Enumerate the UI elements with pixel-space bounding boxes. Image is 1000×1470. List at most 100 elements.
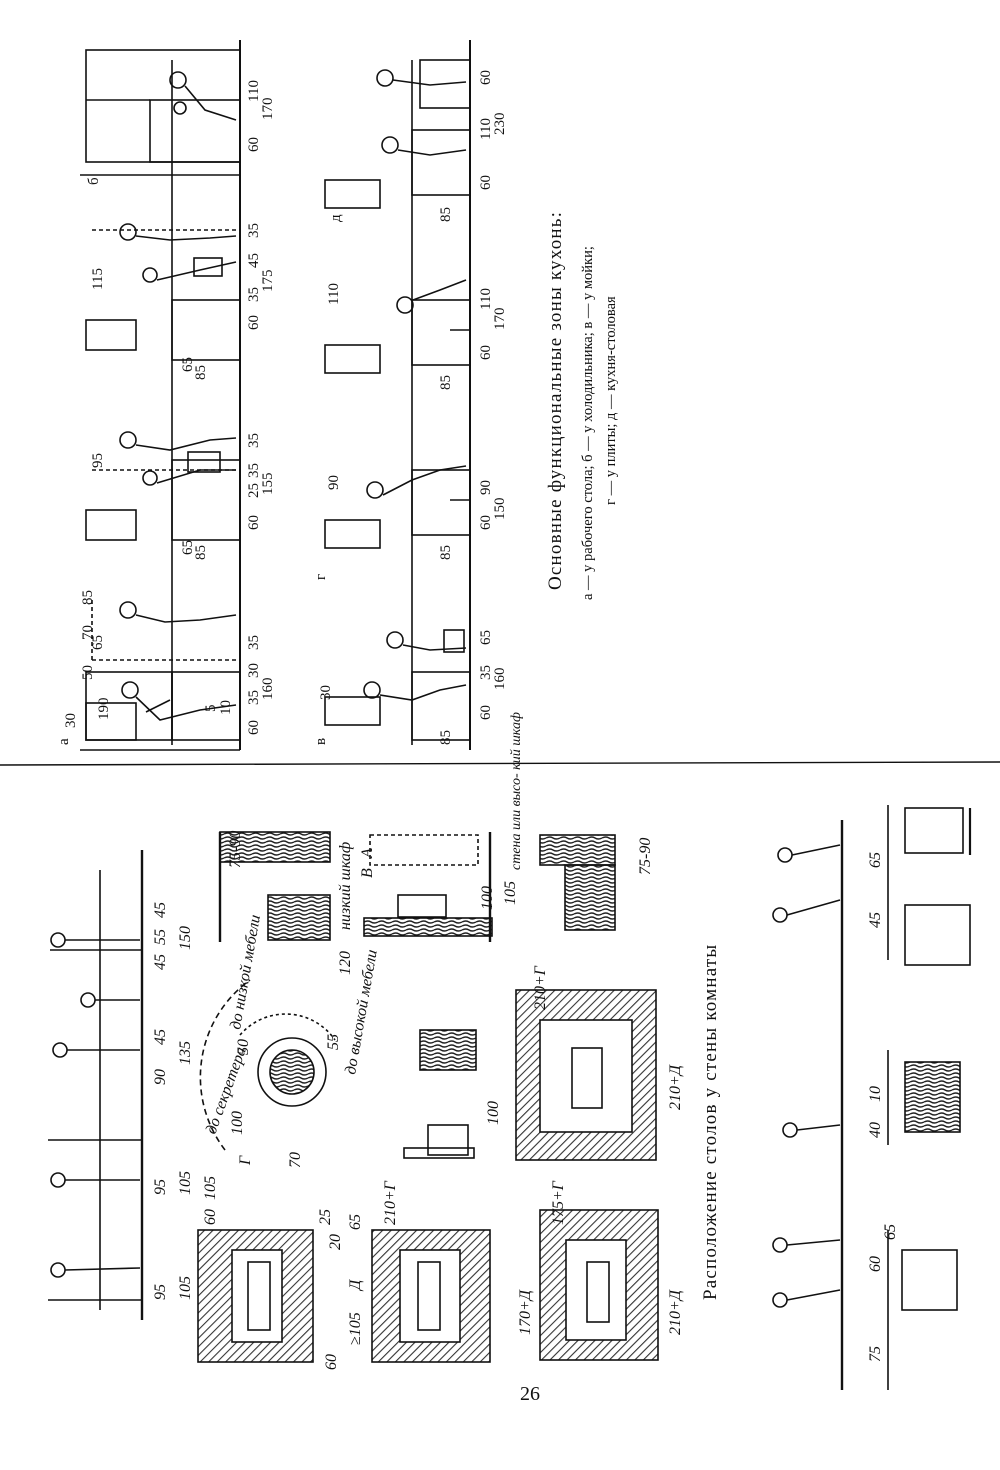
upper-caption-line1: а — у рабочего стола; б — у холодильника… (580, 246, 596, 600)
note-wall-or-cabinet: стена или высо- кий шкаф (509, 712, 524, 870)
dim-l-210D-b: 210+Д (667, 1064, 684, 1110)
dim-l-120: 120 (337, 951, 354, 975)
dim-a-85: 85 (80, 590, 96, 605)
dim-l-60c: 60 (867, 1256, 884, 1272)
dim-l-75-90a: 75-90 (227, 831, 244, 868)
dim-b-95: 95 (90, 453, 106, 468)
panel-v-letter: в (313, 738, 329, 745)
dim-l-50: 50 (235, 1039, 252, 1055)
upper-caption-title: Основные функциональные зоны кухонь: (545, 210, 566, 590)
dim-a-160: 160 (260, 678, 276, 701)
dim-a-190: 190 (96, 698, 112, 721)
dim-c-175: 175 (260, 270, 276, 293)
dim-l-45b: 45 (152, 954, 169, 970)
panel-3b-drawing (324, 279, 471, 374)
dim-l-40: 40 (867, 1122, 884, 1138)
dim-l-210F-b: 210+Г (532, 965, 549, 1010)
note-low-cabinet: низкий шкаф (337, 842, 354, 930)
dim-g-85: 85 (438, 545, 454, 560)
dim-l-10: 10 (867, 1086, 884, 1102)
dim-l-100b: 100 (479, 886, 496, 910)
dim-l-100c: 100 (229, 1111, 246, 1135)
dim-l-75-90b: 75-90 (637, 838, 654, 875)
dim-a-50: 50 (80, 665, 96, 680)
dim-v-160: 160 (492, 668, 508, 691)
mark-b: В (359, 868, 376, 878)
dim-d2-230: 230 (492, 113, 508, 136)
upper-figure (80, 40, 471, 751)
dim-l-135: 135 (177, 1041, 194, 1065)
dim-l-210D-a: 210+Д (667, 1289, 684, 1335)
dim-b-60: 60 (246, 515, 262, 530)
round-table (199, 979, 336, 1151)
panel-g-letter: г (313, 574, 329, 580)
mark-a: А (359, 848, 376, 859)
dim-l-170D: 170+Д (517, 1289, 534, 1335)
dim-l-105d: 105 (502, 881, 519, 905)
dim-a-10: 10 (218, 700, 234, 715)
dim-b-35b: 35 (246, 433, 262, 448)
dim-a-30: 30 (63, 713, 79, 728)
dim-a-70: 70 (80, 625, 96, 640)
dim-a-65: 65 (90, 635, 106, 650)
dim-l-gt105: ≥105 (347, 1312, 364, 1345)
dim-c-65: 65 (180, 357, 196, 372)
dim-l-210F-a: 210+Г (382, 1180, 399, 1225)
dim-l-95b: 95 (152, 1179, 169, 1195)
dim-g-90b: 90 (478, 480, 494, 495)
dim-h-85: 85 (438, 375, 454, 390)
panel-b-letter: б (86, 177, 102, 185)
dim-l-105b: 105 (177, 1171, 194, 1195)
dim-c-85: 85 (193, 365, 209, 380)
dining-zone-4 (515, 989, 657, 1161)
dim-b-65: 65 (180, 540, 196, 555)
dim-l-45c: 45 (152, 902, 169, 918)
dim-l-20: 20 (327, 1234, 344, 1250)
seated-people-row (772, 805, 972, 1390)
dim-d2-110: 110 (478, 118, 494, 140)
dim-a-30b: 30 (246, 663, 262, 678)
dining-zone-2 (371, 1229, 491, 1363)
table-six-chairs (403, 1029, 477, 1159)
panel-a-letter: а (56, 738, 72, 745)
dim-a-60: 60 (246, 720, 262, 735)
wall-cabinets (218, 831, 616, 942)
dim-l-60a: 60 (202, 1209, 219, 1225)
upper-caption-line2: г — у плиты; д — кухня-столовая (603, 296, 619, 505)
dim-d-110: 110 (246, 80, 262, 102)
dim-g-90: 90 (326, 475, 342, 490)
panel-d-letter: д (328, 214, 344, 222)
panel-g-drawing (324, 465, 471, 549)
dim-l-75: 75 (867, 1346, 884, 1362)
dim-l-45a: 45 (152, 1029, 169, 1045)
lower-caption-title: Расположение столов у стены комнаты (700, 943, 721, 1300)
dim-l-25: 25 (317, 1209, 334, 1225)
dim-v-60: 60 (478, 705, 494, 720)
dim-d2-85: 85 (438, 207, 454, 222)
dim-v-30: 30 (318, 685, 334, 700)
dim-a-35b: 35 (246, 635, 262, 650)
dim-h-170: 170 (492, 308, 508, 331)
dim-l-45d: 45 (867, 912, 884, 928)
section-divider (0, 761, 1000, 766)
dim-l-95a: 95 (152, 1284, 169, 1300)
dim-h-60: 60 (478, 345, 494, 360)
dim-b-35: 35 (246, 463, 262, 478)
dim-l-65b: 65 (882, 1224, 899, 1240)
dim-b-85: 85 (193, 545, 209, 560)
dim-l-150: 150 (177, 926, 194, 950)
dim-l-55: 55 (152, 929, 169, 945)
dim-l-65a: 65 (347, 1214, 364, 1230)
dim-d-170: 170 (260, 98, 276, 121)
dining-zone-3 (539, 1209, 659, 1361)
dim-g-150: 150 (492, 498, 508, 521)
dim-l-105c: 105 (202, 1176, 219, 1200)
panel-b-drawing (80, 49, 241, 176)
dim-l-55b: 55 (325, 1034, 342, 1050)
panel-3-drawing (85, 223, 241, 361)
dim-v-65: 65 (478, 630, 494, 645)
lower-figure (48, 805, 972, 1390)
page-number: 26 (520, 1383, 540, 1405)
dim-a-5: 5 (203, 705, 219, 713)
